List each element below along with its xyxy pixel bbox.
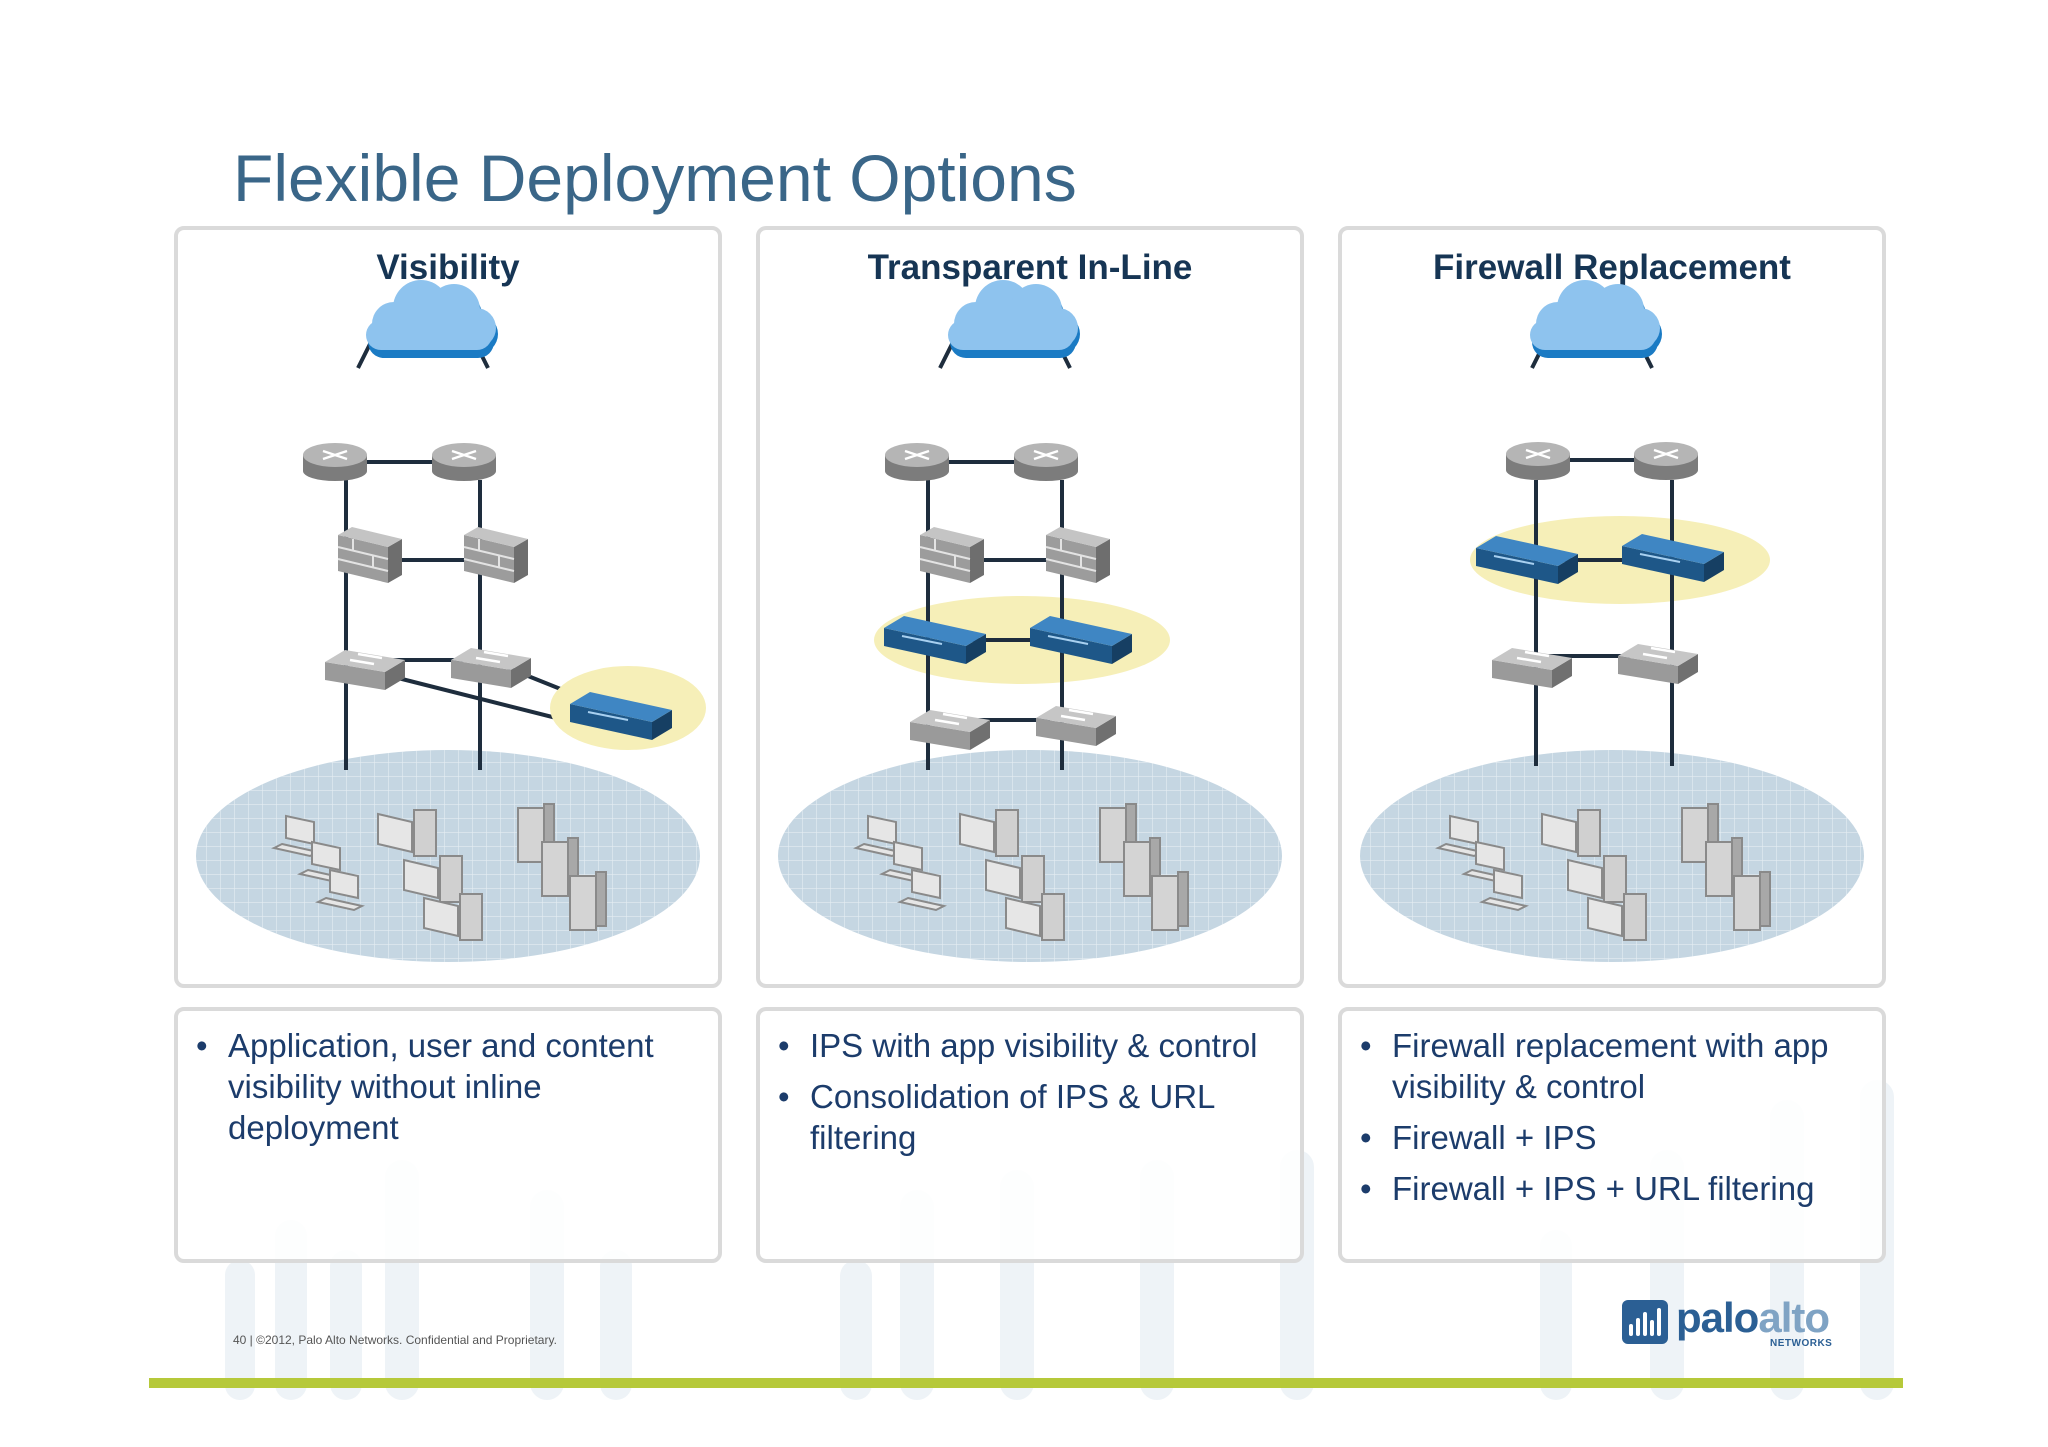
logo-word-palo: palo [1676, 1294, 1759, 1341]
server-tower-icon [1681, 803, 1771, 931]
panel-firewall-replacement: Firewall Replacement [1338, 226, 1886, 988]
cloud-icon [1530, 280, 1662, 358]
switch-icon [325, 650, 405, 690]
brick-firewall-icon [463, 527, 528, 583]
palo-alto-logo: paloalto NETWORKS [1622, 1294, 1833, 1350]
footer-copyright: 40 | ©2012, Palo Alto Networks. Confiden… [233, 1333, 557, 1347]
router-icon [1014, 443, 1078, 481]
diagram-transparent-inline [778, 280, 1282, 962]
bullets-transparent-inline: IPS with app visibility & control Consol… [756, 1007, 1304, 1263]
brick-firewall-icon [919, 527, 984, 583]
bullet-item: Firewall + IPS [1360, 1117, 1860, 1158]
switch-icon [451, 648, 531, 688]
diagram-firewall-replacement [1360, 280, 1864, 962]
bullet-item: Consolidation of IPS & URL filtering [778, 1076, 1278, 1158]
router-icon [303, 443, 367, 481]
brick-firewall-icon [337, 527, 402, 583]
palo-alto-appliance-icon [1476, 536, 1578, 584]
logo-networks: NETWORKS [1770, 1338, 1833, 1349]
logo-word-alto: alto [1758, 1294, 1830, 1341]
brick-firewall-icon [1045, 527, 1110, 583]
bullet-item: IPS with app visibility & control [778, 1025, 1278, 1066]
router-icon [1634, 442, 1698, 480]
palo-alto-appliance-icon [1030, 616, 1132, 664]
bullet-list: Firewall replacement with app visibility… [1342, 1011, 1882, 1209]
desktop-computer-icon [853, 809, 1065, 941]
router-icon [432, 443, 496, 481]
logo-bars-icon [1622, 1300, 1668, 1344]
logo-wordmark: paloalto [1676, 1294, 1830, 1342]
slide-title: Flexible Deployment Options [233, 141, 1077, 215]
router-icon [1506, 442, 1570, 480]
panel-visibility: Visibility [174, 226, 722, 988]
bullet-item: Firewall + IPS + URL filtering [1360, 1168, 1860, 1209]
panel-title-visibility: Visibility [376, 248, 520, 287]
footer-accent-bar [149, 1378, 1903, 1388]
cloud-icon [948, 280, 1080, 358]
bullet-item: Firewall replacement with app visibility… [1360, 1025, 1860, 1107]
switch-icon [1618, 644, 1698, 684]
diagram-visibility [196, 280, 706, 962]
switch-icon [1492, 648, 1572, 688]
panel-title-transparent-inline: Transparent In-Line [867, 248, 1193, 287]
bullets-firewall-replacement: Firewall replacement with app visibility… [1338, 1007, 1886, 1263]
desktop-computer-icon [1435, 809, 1647, 941]
bullets-visibility: Application, user and content visibility… [174, 1007, 722, 1263]
panel-title-firewall-replacement: Firewall Replacement [1433, 248, 1791, 287]
switch-icon [1036, 706, 1116, 746]
router-icon [885, 443, 949, 481]
panel-transparent-inline: Transparent In-Line [756, 226, 1304, 988]
bullet-item: Application, user and content visibility… [196, 1025, 696, 1148]
bullet-list: IPS with app visibility & control Consol… [760, 1011, 1300, 1158]
palo-alto-appliance-icon [570, 692, 672, 740]
server-tower-icon [1099, 803, 1189, 931]
palo-alto-appliance-icon [884, 616, 986, 664]
desktop-computer-icon [271, 809, 483, 941]
server-tower-icon [517, 803, 607, 931]
switch-icon [910, 710, 990, 750]
cloud-icon [366, 280, 498, 358]
bullet-list: Application, user and content visibility… [178, 1011, 718, 1148]
palo-alto-appliance-icon [1622, 534, 1724, 582]
